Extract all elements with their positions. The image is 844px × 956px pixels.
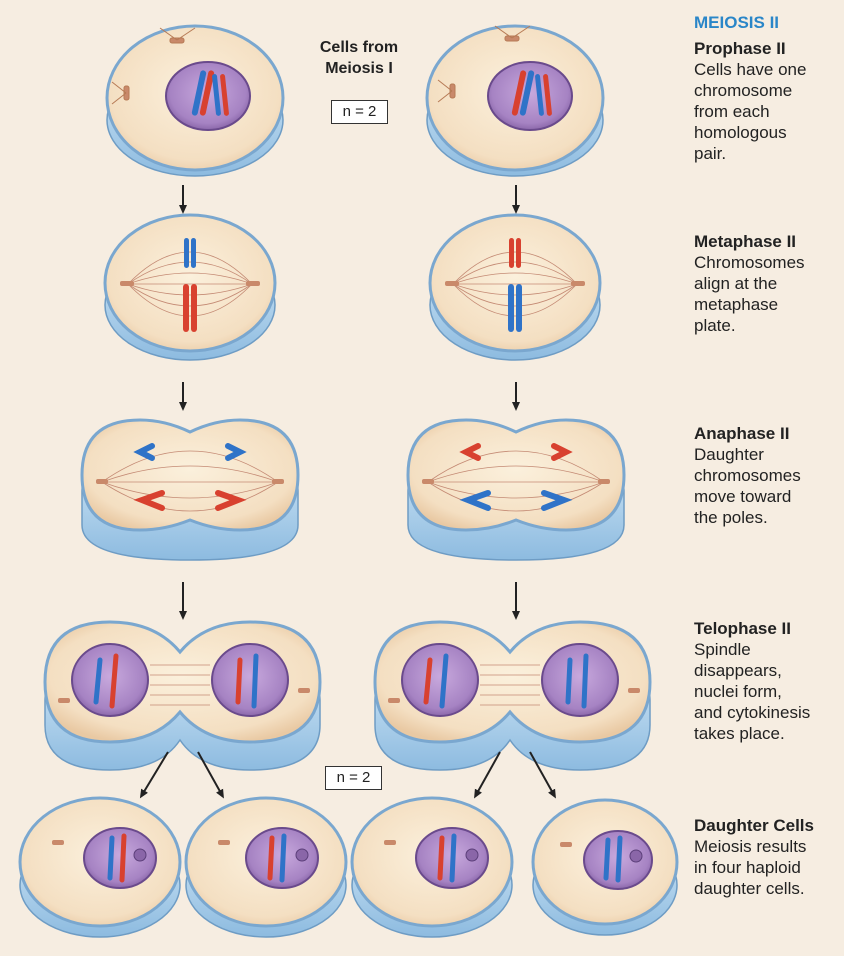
chromosomes [508,238,522,332]
stage-prophase-ii: Prophase II Cells have one chromosome fr… [694,38,806,164]
stage-name: Telophase II [694,619,791,638]
centrosome [571,281,585,286]
ploidy-label-top: n = 2 [331,100,388,124]
spindle [427,450,605,512]
spindle [127,251,253,317]
centrosome [120,281,134,286]
daughter-cell-3 [350,796,514,938]
cells-from-meiosis-i-label: Cells from Meiosis I [319,39,399,77]
stage-description: Meiosis results in four haploid daughter… [694,837,807,898]
centrosome [437,25,531,103]
metaphase-cell-right [428,213,602,361]
centrosome [298,688,310,693]
ploidy-label-bottom: n = 2 [325,766,382,790]
centrosome [598,479,610,484]
stage-metaphase-ii: Metaphase II Chromosomes align at the me… [694,231,805,336]
arrow [197,751,224,799]
chromosomes [93,653,259,709]
anaphase-cell-right [406,418,626,561]
telophase-cell-left [43,620,322,771]
centrosome [246,281,260,286]
stage-description: Cells have one chromosome from each homo… [694,60,807,163]
stage-telophase-ii: Telophase II Spindle disappears, nuclei … [694,618,810,744]
spindle-remnant [150,664,210,706]
centrosome [96,479,108,484]
telophase-cell-right [373,620,652,771]
prophase-cell-right [425,24,605,177]
stage-daughter-cells: Daughter Cells Meiosis results in four h… [694,815,814,899]
stage-name: Prophase II [694,39,786,58]
chromosomes [459,443,573,511]
daughter-cell-1 [18,796,182,938]
stage-name: Metaphase II [694,232,797,251]
centrosome [388,698,400,703]
spindle-remnant [480,664,540,706]
centrosome [445,281,459,286]
chromosomes [191,70,229,116]
spindle [101,450,279,512]
anaphase-cell-left [80,418,300,561]
arrow [474,751,501,799]
stage-description: Daughter chromosomes move toward the pol… [694,445,801,527]
metaphase-cell-left [103,213,277,361]
arrow [529,751,556,799]
prophase-cell-left [105,24,285,177]
chromosomes [133,443,247,511]
stage-description: Spindle disappears, nuclei form, and cyt… [694,640,811,743]
arrow [139,751,169,799]
stage-anaphase-ii: Anaphase II Daughter chromosomes move to… [694,423,801,528]
centrosome [628,688,640,693]
stage-name: Daughter Cells [694,816,814,835]
stage-description: Chromosomes align at the metaphase plate… [694,253,805,335]
spindle [452,251,578,317]
chromosomes [423,653,589,709]
daughter-cell-4 [531,798,679,936]
chromosomes [183,238,197,332]
centrosome [58,698,70,703]
chromosomes [511,70,552,116]
section-title: MEIOSIS II [694,13,780,32]
centrosome [272,479,284,484]
centrosome [422,479,434,484]
centrosome [111,27,196,105]
stage-name: Anaphase II [694,424,790,443]
daughter-cell-2 [184,796,348,938]
